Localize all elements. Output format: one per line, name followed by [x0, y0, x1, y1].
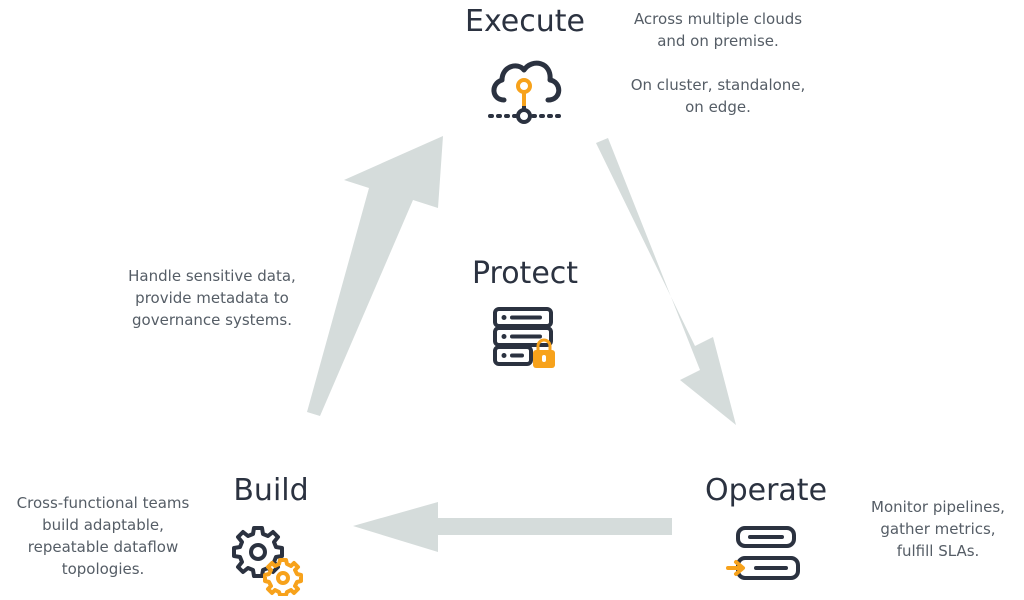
arrow-execute-to-operate	[596, 138, 736, 425]
server-input-icon	[726, 526, 800, 580]
server-lock-icon	[493, 307, 555, 368]
build-description: Cross-functional teams build adaptable, …	[16, 494, 190, 578]
cloud-network-icon	[488, 60, 564, 124]
protect-title: Protect	[471, 256, 579, 291]
arrow-operate-to-build	[353, 502, 672, 552]
build-to-execute-description: Handle sensitive data, provide metadata …	[128, 267, 296, 329]
arrow-build-to-execute	[307, 136, 443, 416]
operate-description: Monitor pipelines, gather metrics, fulfi…	[871, 498, 1005, 560]
gears-icon	[232, 526, 303, 596]
execute-title: Execute	[465, 4, 585, 39]
operate-title: Operate	[704, 473, 828, 508]
execute-description: Across multiple clouds and on premise. O…	[630, 10, 806, 116]
build-title: Build	[233, 473, 309, 508]
